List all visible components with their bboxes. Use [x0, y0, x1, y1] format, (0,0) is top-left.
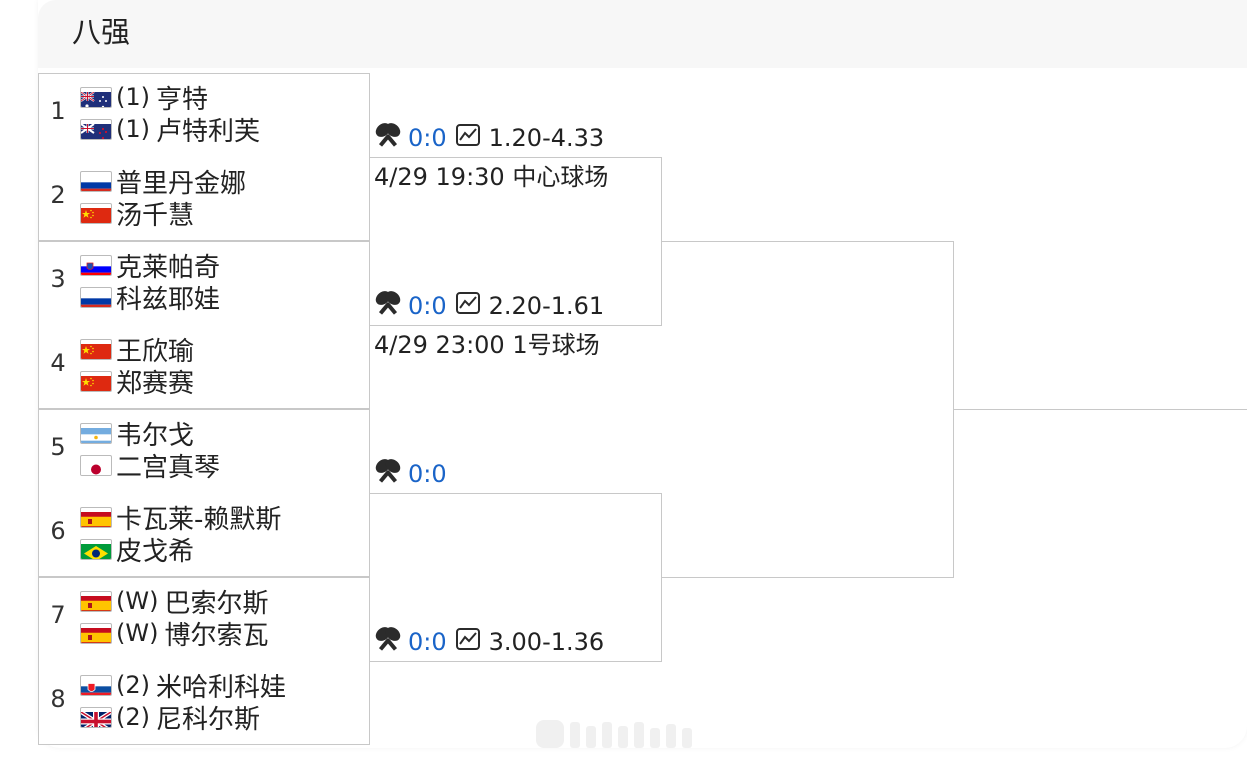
player-name: 郑赛赛: [116, 368, 195, 399]
player-seed-tag: (1): [116, 115, 150, 143]
crossed-rackets-icon: [372, 288, 404, 324]
player-row[interactable]: 克莱帕奇: [80, 249, 221, 283]
seed-number: 5: [50, 433, 66, 461]
player-seed-tag: (2): [116, 671, 150, 699]
player-row[interactable]: (W)博尔索瓦: [80, 617, 269, 651]
bracket-connector-line: [662, 577, 954, 578]
seed-number: 6: [50, 517, 66, 545]
flag-si-icon: [80, 254, 112, 276]
player-row[interactable]: 科兹耶娃: [80, 281, 221, 315]
player-row[interactable]: (W)巴索尔斯: [80, 585, 269, 619]
flag-ru-icon: [80, 170, 112, 192]
flag-br-icon: [80, 538, 112, 560]
match-schedule: 4/29 23:00 1号球场: [374, 331, 600, 359]
player-row[interactable]: 汤千慧: [80, 197, 195, 231]
match-info-row[interactable]: 0:0: [372, 456, 455, 492]
player-name: 韦尔戈: [116, 420, 195, 451]
player-row[interactable]: (1)亨特: [80, 81, 209, 115]
flag-cn-icon: [80, 202, 112, 224]
round-title: 八强: [72, 15, 131, 49]
flag-gb-icon: [80, 706, 112, 728]
player-row[interactable]: 二宫真琴: [80, 449, 221, 483]
trend-chart-icon: [455, 123, 481, 153]
player-row[interactable]: 韦尔戈: [80, 417, 195, 451]
player-row[interactable]: (2)尼科尔斯: [80, 701, 261, 735]
player-row[interactable]: (2)米哈利科娃: [80, 669, 287, 703]
trend-chart-icon: [455, 291, 481, 321]
flag-es-icon: [80, 622, 112, 644]
seed-number: 2: [50, 181, 66, 209]
seed-number: 1: [50, 97, 66, 125]
flag-cn-icon: [80, 370, 112, 392]
match-score: 0:0: [408, 460, 447, 488]
bracket-connector-line: [954, 409, 1247, 410]
round-header: [38, 0, 1247, 68]
bracket-connector-line: [661, 493, 662, 661]
crossed-rackets-icon: [372, 624, 404, 660]
bracket-connector-line: [661, 157, 662, 325]
match-odds: 1.20-4.33: [488, 124, 605, 152]
seed-number: 7: [50, 601, 66, 629]
player-name: 二宫真琴: [116, 452, 221, 483]
player-seed-tag: (W): [116, 619, 159, 647]
player-name: 克莱帕奇: [116, 252, 221, 283]
bracket-connector-line: [370, 493, 662, 494]
match-info-row[interactable]: 0:0 3.00-1.36: [372, 624, 604, 660]
match-schedule: 4/29 19:30 中心球场: [374, 163, 609, 191]
match-score: 0:0: [408, 292, 447, 320]
player-name: 卢特利芙: [156, 116, 261, 147]
player-name: 普里丹金娜: [116, 168, 247, 199]
match-odds: 2.20-1.61: [488, 292, 605, 320]
flag-sk-icon: [80, 674, 112, 696]
flag-au-icon: [80, 86, 112, 108]
match-info-row[interactable]: 0:0 2.20-1.61: [372, 288, 604, 324]
flag-nz-icon: [80, 118, 112, 140]
watermark-logo: [526, 718, 716, 750]
bracket-connector-line: [370, 157, 662, 158]
player-name: 亨特: [156, 84, 209, 115]
flag-jp-icon: [80, 454, 112, 476]
player-name: 皮戈希: [116, 536, 195, 567]
player-name: 卡瓦莱-赖默斯: [116, 504, 282, 535]
player-seed-tag: (W): [116, 587, 159, 615]
player-name: 米哈利科娃: [156, 672, 287, 703]
flag-es-icon: [80, 590, 112, 612]
flag-cn-icon: [80, 338, 112, 360]
player-row[interactable]: 郑赛赛: [80, 365, 195, 399]
player-row[interactable]: 皮戈希: [80, 533, 195, 567]
player-row[interactable]: 普里丹金娜: [80, 165, 247, 199]
player-name: 汤千慧: [116, 200, 195, 231]
player-name: 王欣瑜: [116, 336, 195, 367]
player-row[interactable]: 王欣瑜: [80, 333, 195, 367]
crossed-rackets-icon: [372, 120, 404, 156]
bracket-connector-line: [662, 241, 954, 242]
player-name: 尼科尔斯: [156, 704, 261, 735]
crossed-rackets-icon: [372, 456, 404, 492]
match-info-row[interactable]: 0:0 1.20-4.33: [372, 120, 604, 156]
flag-ru-icon: [80, 286, 112, 308]
player-row[interactable]: (1)卢特利芙: [80, 113, 261, 147]
player-seed-tag: (1): [116, 83, 150, 111]
player-name: 科兹耶娃: [116, 284, 221, 315]
match-odds: 3.00-1.36: [488, 628, 605, 656]
match-score: 0:0: [408, 628, 447, 656]
seed-number: 4: [50, 349, 66, 377]
seed-number: 3: [50, 265, 66, 293]
flag-ar-icon: [80, 422, 112, 444]
player-name: 巴索尔斯: [164, 588, 269, 619]
flag-es-icon: [80, 506, 112, 528]
seed-number: 8: [50, 685, 66, 713]
match-score: 0:0: [408, 124, 447, 152]
trend-chart-icon: [455, 627, 481, 657]
bracket-connector-line: [370, 661, 662, 662]
player-name: 博尔索瓦: [164, 620, 269, 651]
player-seed-tag: (2): [116, 703, 150, 731]
bracket-connector-line: [370, 325, 662, 326]
bracket-connector-line: [953, 241, 954, 577]
player-row[interactable]: 卡瓦莱-赖默斯: [80, 501, 282, 535]
